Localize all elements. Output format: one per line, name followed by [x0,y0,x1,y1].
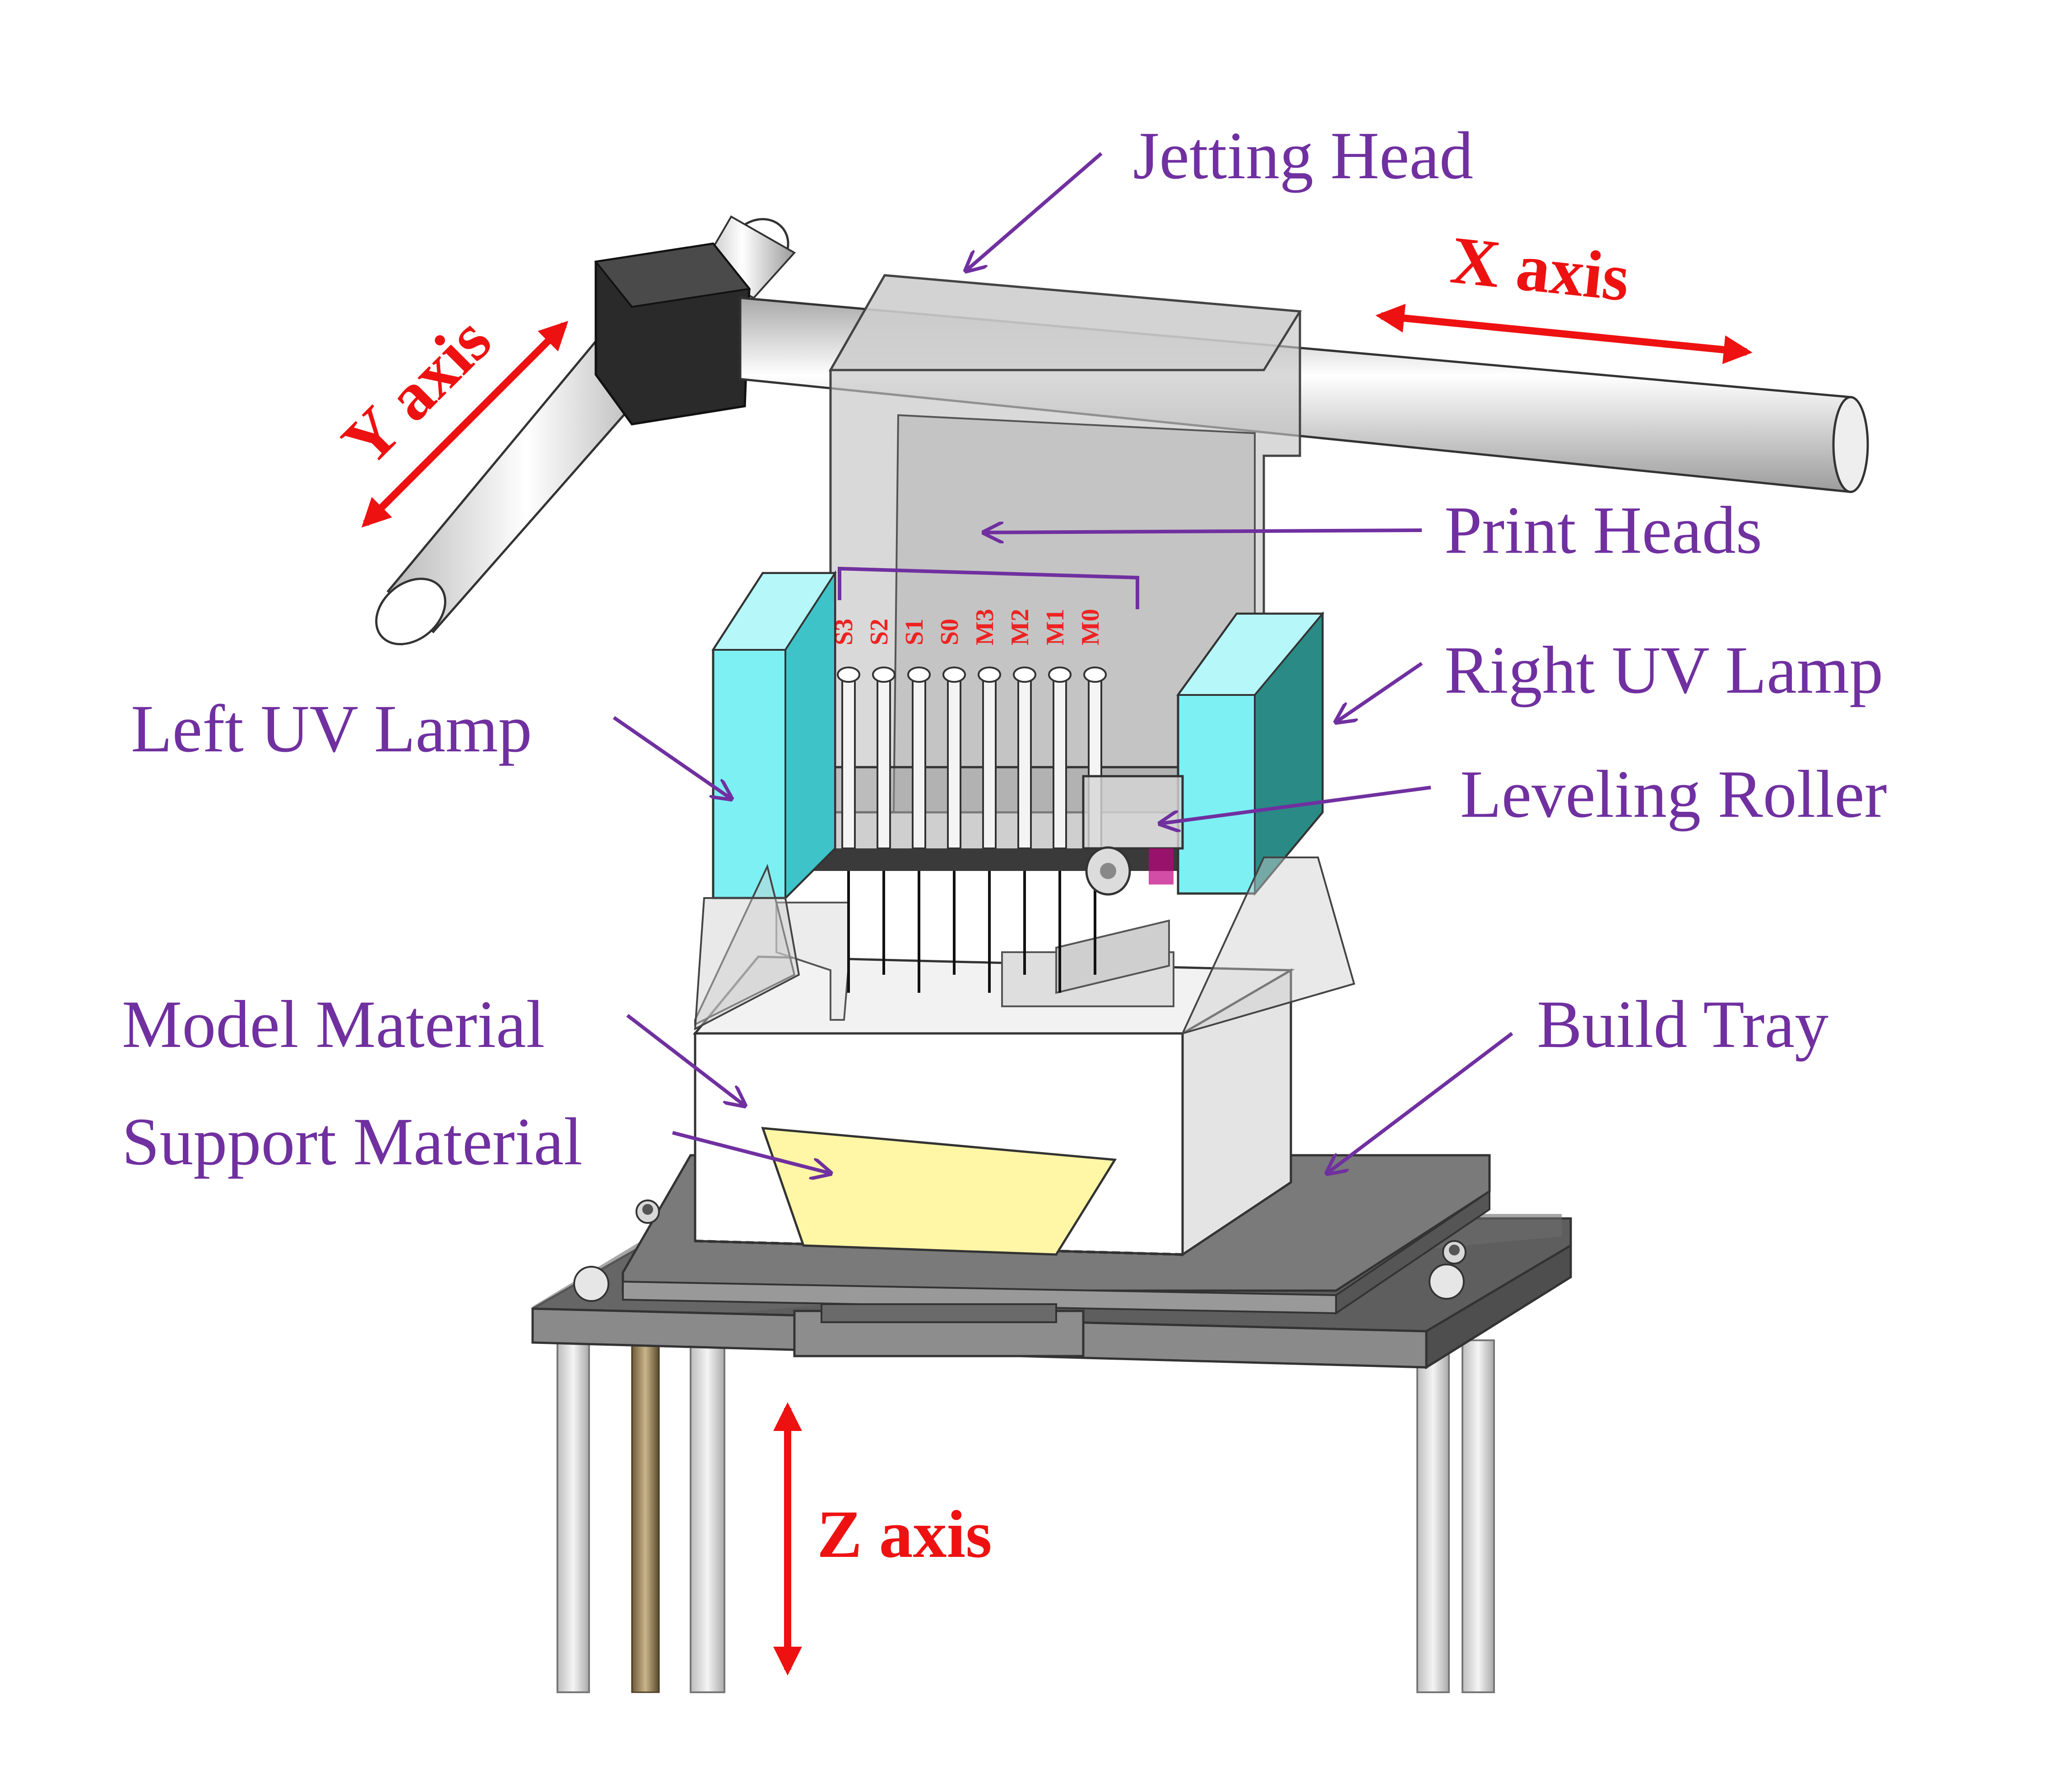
arrow-print-heads [984,530,1422,533]
print-head-id-label: S0 [936,619,964,645]
print-head-cap [1049,667,1071,682]
x-axis-arrow [1381,316,1747,352]
print-head-cap [908,667,930,682]
print-head-cap [979,667,1000,682]
print-head-id-label: S2 [865,619,893,645]
print-head-id-label: M3 [971,609,999,645]
print-head-cap [873,667,895,682]
left-uv-lamp [713,573,835,898]
label-support-material: Support Material [122,1104,583,1179]
label-jetting-head: Jetting Head [1133,118,1473,193]
print-head-tube [913,677,925,848]
arrow-jetting-head [966,153,1101,271]
z-axis-frame [557,1336,1494,1692]
print-head-tube [1053,677,1066,848]
label-left-uv-lamp: Left UV Lamp [131,691,532,766]
print-head-id-label: M1 [1041,609,1069,645]
z-axis-label: Z axis [817,1497,992,1572]
print-head-cap [943,667,965,682]
label-leveling-roller: Leveling Roller [1460,757,1887,832]
print-head-tube [1018,677,1031,848]
print-head-cap [1014,667,1035,682]
label-build-tray: Build Tray [1537,987,1828,1062]
arrow-build-tray [1327,1033,1512,1173]
print-head-tube [983,677,996,848]
label-print-heads: Print Heads [1444,493,1762,568]
arrow-right-uv-lamp [1336,663,1422,722]
y-axis-label: Y axis [328,302,505,480]
print-head-tube [948,677,961,848]
label-model-material: Model Material [122,987,545,1062]
print-head-id-label: M2 [1006,609,1034,645]
x-axis-label: X axis [1448,222,1633,315]
print-head-cap [838,667,859,682]
label-right-uv-lamp: Right UV Lamp [1444,633,1883,708]
print-head-id-label: S1 [900,619,928,645]
print-head-id-label: M0 [1077,609,1104,645]
print-head-tube [842,677,855,848]
print-head-cap [1084,667,1106,682]
print-head-tube [877,677,890,848]
leveling-roller [1083,776,1183,894]
